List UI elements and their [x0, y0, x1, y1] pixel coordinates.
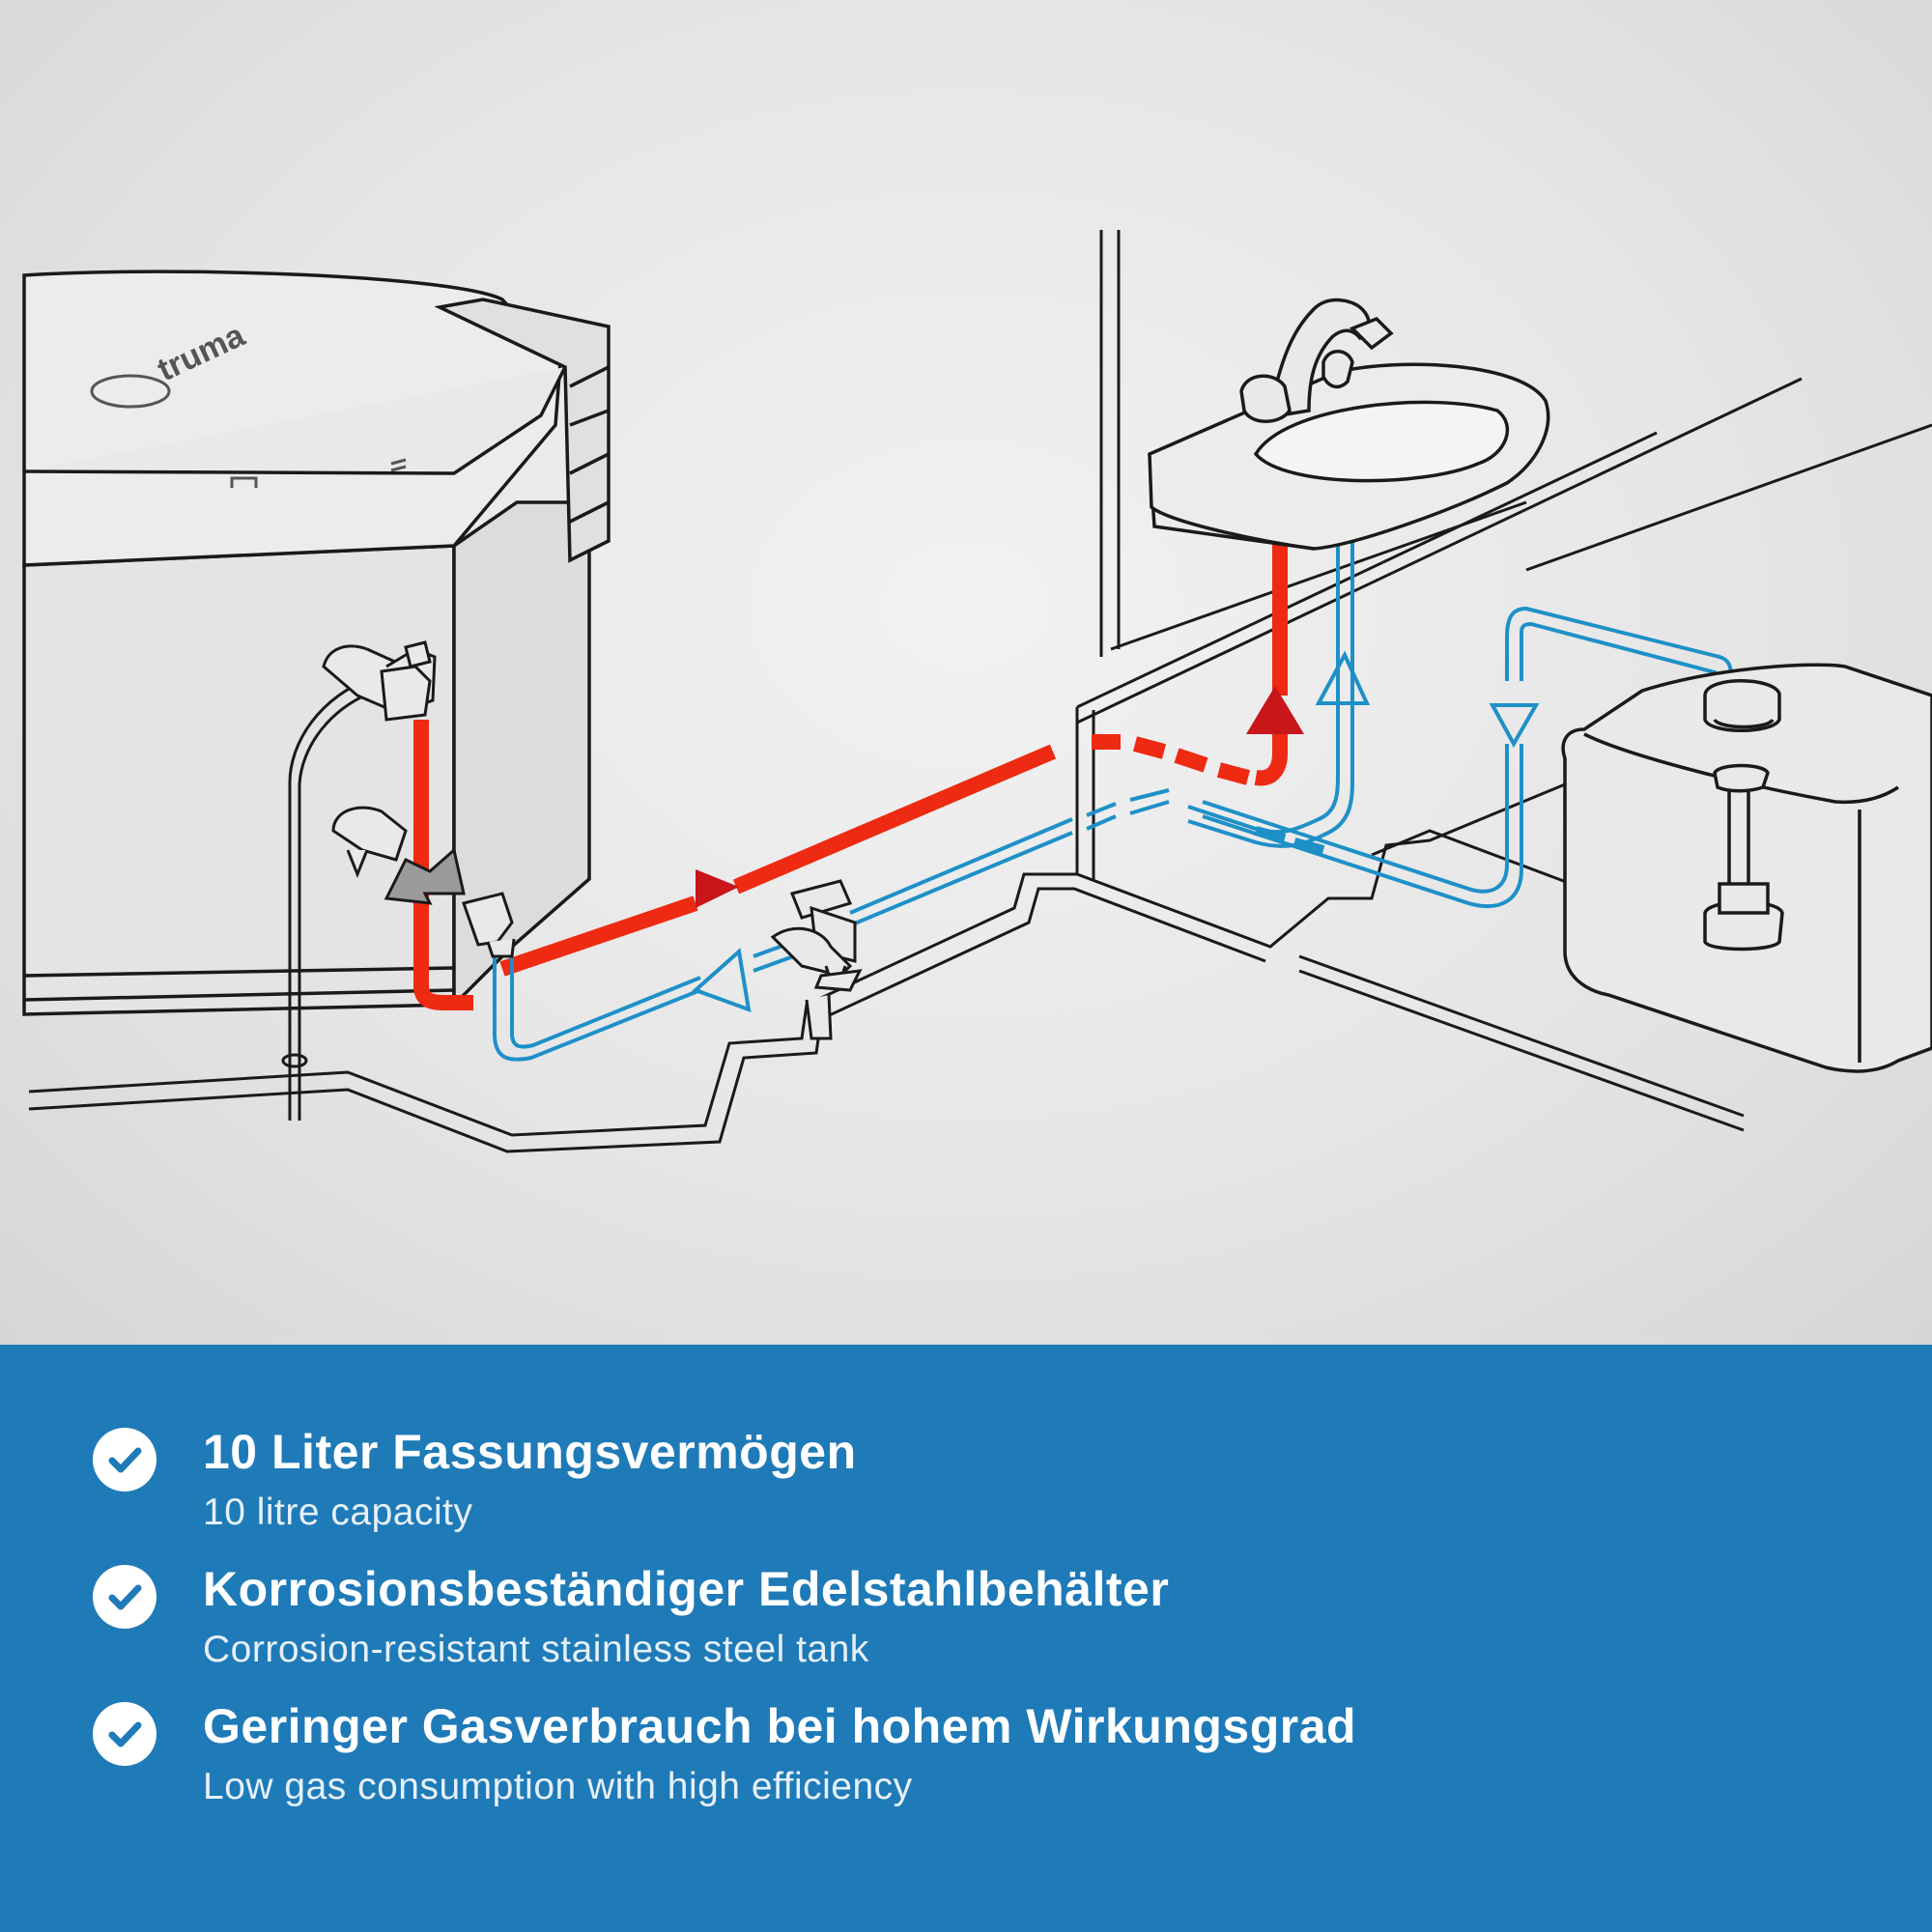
feature-title: Geringer Gasverbrauch bei hohem Wirkungs…: [203, 1699, 1357, 1753]
cold-flow-arrow: [692, 650, 1540, 1013]
feature-title: 10 Liter Fassungsvermögen: [203, 1425, 857, 1479]
check-circle-icon: [93, 1565, 156, 1629]
sink: [1148, 362, 1550, 551]
feature-title: Korrosionsbeständiger Edelstahlbehälter: [203, 1562, 1170, 1616]
cold-water-line: [493, 421, 1733, 1062]
feature-item-stainless-tank: Korrosionsbeständiger Edelstahlbehälter …: [0, 1562, 1932, 1700]
feature-subtitle: Corrosion-resistant stainless steel tank: [203, 1629, 869, 1670]
check-circle-icon: [93, 1702, 156, 1766]
room-outline: [28, 230, 1932, 1153]
boiler-unit: [22, 270, 611, 1016]
feature-item-capacity: 10 Liter Fassungsvermögen 10 litre capac…: [0, 1425, 1932, 1563]
inlet-arrow: [384, 847, 466, 905]
feature-subtitle: Low gas consumption with high efficiency: [203, 1766, 913, 1807]
fresh-water-tank: [1561, 663, 1932, 1073]
plumbing-illustration: truma: [22, 230, 1932, 1153]
hot-flow-arrow: [696, 686, 1304, 908]
feature-panel: 10 Liter Fassungsvermögen 10 litre capac…: [0, 1345, 1932, 1932]
water-system-diagram: truma: [0, 0, 1932, 1345]
feature-item-gas-efficiency: Geringer Gasverbrauch bei hohem Wirkungs…: [0, 1699, 1932, 1837]
drain-valve: [770, 879, 863, 1040]
feature-subtitle: 10 litre capacity: [203, 1492, 473, 1533]
check-circle-icon: [93, 1428, 156, 1492]
boiler-connectors: [380, 640, 516, 958]
faucet: [1239, 298, 1394, 423]
